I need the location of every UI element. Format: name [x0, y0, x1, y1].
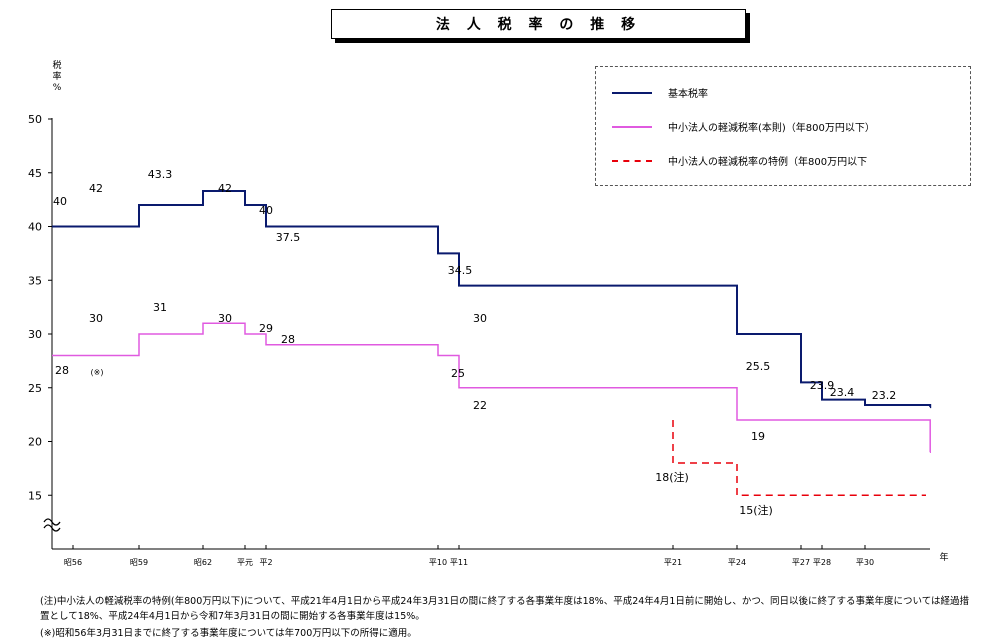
footnote-1: (注)中小法人の軽減税率の特例(年800万円以下)について、平成21年4月1日か…: [40, 596, 970, 622]
data-label-sme: 31: [153, 301, 167, 314]
data-label-basic: 34.5: [448, 264, 473, 277]
data-label-basic: 25.5: [746, 360, 771, 373]
legend-swatch-sme: [612, 125, 652, 128]
legend-item-sme-special: 中小法人の軽減税率の特例（年800万円以下: [612, 153, 867, 168]
x-tick-label: 平30: [856, 558, 874, 567]
x-tick-label: 平11: [450, 558, 468, 567]
y-tick-label: 40: [28, 221, 42, 234]
series-sme-special-line: [672, 420, 926, 496]
legend-label-basic: 基本税率: [668, 89, 708, 100]
x-tick-label: 平27: [792, 558, 810, 567]
axis-break-mark: [43, 518, 61, 526]
x-tick-label: 平2: [259, 558, 272, 567]
data-label-sme: 28: [281, 333, 295, 346]
data-label-sme: 25: [451, 367, 465, 380]
series-basic-rate-line: [52, 190, 932, 409]
x-tick-label: 昭56: [64, 558, 82, 567]
data-label-basic: 37.5: [276, 231, 301, 244]
y-tick-label: 30: [28, 328, 42, 341]
data-label-sme-special: 15(注): [739, 503, 773, 517]
data-label-basic: 23.2: [872, 389, 897, 402]
annotation-note: (※): [91, 368, 104, 377]
y-tick-label: 50: [28, 113, 42, 126]
legend-item-sme: 中小法人の軽減税率(本則)（年800万円以下）: [612, 119, 875, 134]
legend-swatch-basic: [612, 91, 652, 94]
legend-label-sme: 中小法人の軽減税率(本則)（年800万円以下）: [668, 123, 875, 134]
data-label-basic: 42: [89, 182, 103, 195]
y-axis-label: 税: [52, 59, 61, 71]
data-label-sme: 30: [218, 312, 232, 325]
y-axis-label: 率: [52, 70, 61, 82]
series-sme-rate-line: [52, 322, 931, 453]
data-label-basic: 30: [473, 312, 487, 325]
y-tick-label: 15: [28, 489, 42, 502]
data-label-basic: 23.4: [830, 386, 855, 399]
footnote-2: (※)昭和56年3月31日までに終了する事業年度については年700万円以下の所得…: [40, 628, 417, 639]
data-label-sme: 29: [259, 322, 273, 335]
legend-label-sme-special: 中小法人の軽減税率の特例（年800万円以下: [668, 157, 868, 168]
data-label-sme-special: 18(注): [655, 470, 689, 484]
y-tick-label: 35: [28, 274, 42, 287]
y-tick-label: 25: [28, 382, 42, 395]
x-axis-label: 年: [939, 551, 948, 563]
legend-swatch-sme-special: [612, 159, 652, 162]
data-label-basic: 40: [259, 204, 273, 217]
y-tick-label: 20: [28, 436, 42, 449]
data-label-sme: 30: [89, 312, 103, 325]
data-label-basic: 23.9: [810, 379, 835, 392]
x-tick-label: 平21: [664, 558, 682, 567]
data-label-basic: 40: [53, 195, 67, 208]
x-tick-label: 平28: [813, 558, 831, 567]
y-axis-label: %: [53, 83, 62, 93]
data-label-sme: 22: [473, 399, 487, 412]
chart-title: 法 人 税 率 の 推 移: [331, 9, 746, 39]
x-tick-label: 平24: [728, 558, 746, 567]
x-tick-label: 平元: [237, 558, 253, 567]
data-label-sme: 19: [751, 430, 765, 443]
x-tick-label: 平10: [429, 558, 447, 567]
data-label-basic: 43.3: [148, 168, 173, 181]
legend-item-basic: 基本税率: [612, 85, 708, 100]
axis-break-mark: [43, 524, 61, 532]
legend: 基本税率 中小法人の軽減税率(本則)（年800万円以下） 中小法人の軽減税率の特…: [595, 66, 971, 186]
y-tick-label: 45: [28, 167, 42, 180]
x-tick-label: 昭59: [130, 558, 148, 567]
x-tick-label: 昭62: [194, 558, 212, 567]
data-label-basic: 42: [218, 182, 232, 195]
data-label-sme: 28: [55, 364, 69, 377]
